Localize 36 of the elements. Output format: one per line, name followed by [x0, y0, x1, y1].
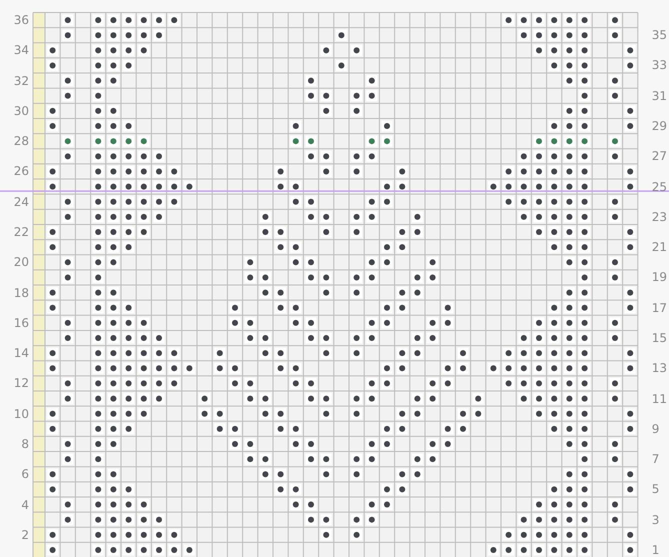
row-number: 2	[21, 528, 29, 542]
row-number: 13	[652, 361, 668, 376]
row-number: 31	[652, 88, 668, 103]
row-number: 21	[652, 240, 668, 254]
row-number: 22	[14, 225, 29, 240]
row-number: 26	[14, 164, 29, 178]
row-number: 25	[652, 180, 668, 194]
row-number: 14	[14, 346, 29, 360]
row-number: 28	[14, 134, 29, 148]
row-number: 36	[14, 13, 29, 28]
row-number: 4	[21, 498, 29, 512]
row-number: 32	[14, 74, 29, 88]
row-number: 12	[14, 376, 29, 390]
row-number: 11	[652, 392, 668, 406]
row-number: 23	[652, 210, 668, 224]
row-number: 19	[652, 270, 668, 284]
row-number: 29	[652, 119, 668, 134]
row-number: 6	[21, 467, 29, 482]
row-number: 20	[14, 255, 29, 270]
row-number: 34	[14, 43, 29, 58]
row-number: 10	[14, 406, 29, 421]
row-number: 30	[14, 104, 29, 118]
row-number: 35	[652, 28, 668, 42]
row-number: 8	[21, 436, 29, 451]
row-number: 16	[14, 316, 29, 330]
row-number: 1	[652, 542, 660, 557]
row-number: 17	[652, 300, 668, 315]
row-number: 15	[652, 331, 668, 345]
row-number: 3	[652, 512, 660, 527]
row-number: 9	[652, 422, 660, 436]
row-number: 5	[652, 482, 660, 496]
row-number: 27	[652, 149, 668, 164]
row-number: 24	[14, 194, 29, 209]
row-number: 33	[652, 58, 668, 72]
row-number: 7	[652, 452, 660, 466]
row-number: 18	[14, 286, 29, 300]
